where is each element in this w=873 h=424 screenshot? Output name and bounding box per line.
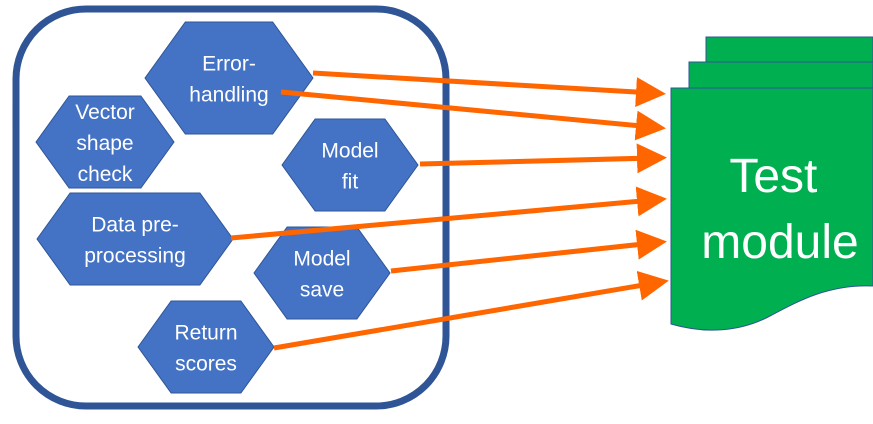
component-label-line: save (300, 279, 344, 302)
arrow-data-preprocessing-to-test-module (230, 186, 667, 241)
document-page-front (670, 87, 873, 331)
component-label-line: fit (342, 171, 359, 194)
component-label: Data pre-processing (84, 214, 186, 268)
component-label-line: Return (174, 322, 237, 345)
component-label: Return scores (174, 322, 237, 376)
hexagon-shape (144, 21, 314, 135)
component-label-line: Data pre- (91, 214, 179, 237)
component-label: Model save (293, 248, 350, 302)
component-data-preprocessing[interactable]: Data pre-processing (36, 192, 234, 286)
component-error-handling[interactable]: Error-handling (144, 21, 314, 135)
component-label-line: Model (321, 140, 378, 163)
test-module-document[interactable]: Test module (670, 36, 873, 331)
hexagon-shape (253, 226, 391, 320)
component-label-line: Model (293, 248, 350, 271)
component-model-save[interactable]: Model save (253, 226, 391, 320)
component-label: Vector shape check (75, 101, 135, 186)
component-label: Model fit (321, 140, 378, 194)
arrow-model-save-to-test-module (390, 229, 667, 274)
component-label-line: handling (189, 84, 268, 107)
test-module-label: Test module (701, 150, 858, 269)
component-label-line: shape (76, 132, 133, 155)
component-label-line: Vector (75, 101, 135, 124)
hexagon-shape (36, 192, 234, 286)
arrow-error-handling-to-test-module (280, 89, 666, 141)
component-label-line: Error- (202, 53, 256, 76)
component-label-line: scores (175, 353, 237, 376)
hexagon-shape (35, 95, 175, 189)
arrow-error-handling-to-test-module (312, 70, 666, 108)
component-label-line: check (78, 163, 133, 186)
test-module-line-1: Test (729, 150, 817, 203)
arrow-model-fit-to-test-module (419, 143, 667, 174)
component-model-fit[interactable]: Model fit (281, 118, 419, 212)
component-label-line: processing (84, 245, 186, 268)
arrow-return-scores-to-test-module (273, 270, 669, 351)
component-label: Error-handling (189, 53, 268, 107)
component-vector-shape-check[interactable]: Vector shape check (35, 95, 175, 189)
test-module-line-2: module (701, 216, 858, 269)
hexagon-shape (281, 118, 419, 212)
